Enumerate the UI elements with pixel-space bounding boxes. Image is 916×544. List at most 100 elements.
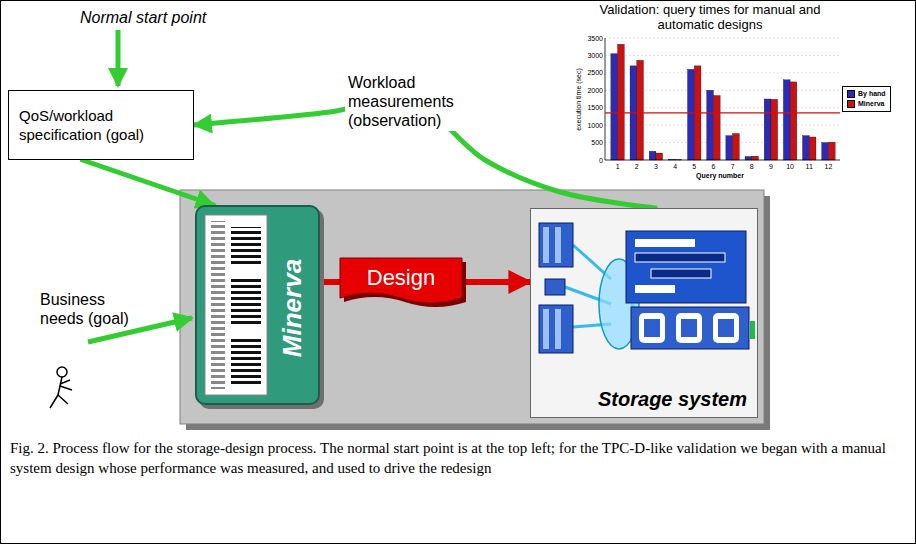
tool-name: Minerva bbox=[277, 218, 307, 398]
bar-pair bbox=[822, 142, 835, 160]
drawing-part bbox=[635, 253, 725, 262]
storage-drawing bbox=[539, 223, 755, 353]
drawing-part bbox=[681, 319, 697, 337]
system-panel bbox=[180, 190, 764, 424]
bar bbox=[809, 137, 816, 160]
bar bbox=[822, 143, 829, 160]
legend-text: Minerva bbox=[858, 99, 884, 109]
bar bbox=[649, 151, 656, 160]
drawing-part bbox=[543, 309, 549, 349]
chart-legend: By handMinerva bbox=[842, 86, 891, 112]
axis-label: 2000 bbox=[583, 86, 603, 95]
axis-label: 1500 bbox=[583, 103, 603, 112]
bar-pair bbox=[764, 99, 777, 160]
tool-box: Minerva bbox=[195, 205, 320, 405]
report-block bbox=[231, 337, 261, 385]
axis-label: 10 bbox=[782, 162, 798, 171]
drawing-part bbox=[543, 227, 549, 263]
drawing-part bbox=[555, 309, 561, 349]
drawing-part bbox=[539, 305, 573, 353]
drawing-part bbox=[539, 223, 573, 267]
bar bbox=[752, 156, 759, 160]
flow-arrow bbox=[462, 279, 530, 285]
bar bbox=[733, 134, 740, 160]
drawing-part bbox=[644, 319, 660, 337]
axis-label: 2500 bbox=[583, 68, 603, 77]
legend-text: By hand bbox=[858, 89, 886, 99]
axis-label: Query number bbox=[680, 171, 760, 180]
drawing-part bbox=[626, 231, 746, 303]
node-text: Design bbox=[367, 265, 435, 291]
bar-pair bbox=[726, 134, 739, 160]
axis-label: 9 bbox=[763, 162, 779, 171]
bar bbox=[637, 60, 644, 160]
report-lines bbox=[211, 221, 225, 389]
legend-swatch bbox=[847, 90, 855, 98]
axis-label: 3 bbox=[648, 162, 664, 171]
bar-pair bbox=[611, 44, 624, 160]
bar-pair bbox=[707, 90, 720, 160]
grid-line bbox=[605, 55, 840, 56]
drawing-part bbox=[635, 239, 695, 247]
bar bbox=[611, 54, 618, 160]
axis-label: 500 bbox=[583, 138, 603, 147]
drawing-part bbox=[60, 386, 72, 390]
drawing-part bbox=[555, 227, 561, 263]
bar-pair bbox=[630, 60, 643, 160]
bar bbox=[771, 99, 778, 160]
drawing-part bbox=[651, 269, 711, 278]
drawing-part bbox=[676, 313, 702, 343]
bar bbox=[764, 99, 771, 160]
axis-label: 0 bbox=[583, 156, 603, 165]
note-label: Normal start point bbox=[80, 8, 240, 27]
axis-label: 7 bbox=[725, 162, 741, 171]
x-axis bbox=[605, 160, 840, 161]
axis-label: 6 bbox=[705, 162, 721, 171]
storage-illustration bbox=[531, 209, 757, 417]
stick-figure bbox=[50, 367, 72, 408]
axis-label: 3000 bbox=[583, 51, 603, 60]
reference-line bbox=[605, 112, 840, 113]
figure-caption: Fig. 2. Process flow for the storage-des… bbox=[10, 438, 904, 478]
drawing-part bbox=[60, 380, 70, 384]
bar-pair bbox=[803, 136, 816, 160]
chart-bars bbox=[611, 44, 835, 160]
legend-swatch bbox=[847, 100, 855, 108]
axis-label: 5 bbox=[686, 162, 702, 171]
bar-pair bbox=[649, 151, 662, 160]
drawing-part bbox=[750, 321, 755, 339]
legend-entry: By hand bbox=[847, 89, 886, 99]
axis-label: 12 bbox=[820, 162, 836, 171]
node-text: QoS/workload specification (goal) bbox=[19, 106, 183, 144]
bar bbox=[783, 80, 790, 160]
report-block bbox=[231, 277, 261, 327]
edge-label: Workload measurements (observation) bbox=[345, 72, 479, 131]
bar-chart bbox=[605, 38, 840, 160]
drawing-part bbox=[713, 313, 739, 343]
process-box: QoS/workload specification (goal) bbox=[8, 90, 194, 160]
system-box: Storage system bbox=[530, 208, 758, 418]
design-banner: Design bbox=[340, 258, 462, 306]
drawing-part bbox=[57, 367, 67, 377]
report-block bbox=[231, 227, 261, 267]
bar bbox=[726, 136, 733, 160]
axis-label: 3500 bbox=[583, 34, 603, 43]
drawing-part bbox=[545, 279, 565, 295]
flow-arrow bbox=[320, 279, 340, 285]
flow-arrow bbox=[82, 160, 213, 205]
drawing-part bbox=[631, 307, 749, 349]
drawing-part bbox=[639, 313, 665, 343]
report-sheet bbox=[205, 215, 267, 395]
axis-label: 1 bbox=[610, 162, 626, 171]
axis-label: 4 bbox=[667, 162, 683, 171]
bar bbox=[745, 157, 752, 160]
node-text: Storage system bbox=[598, 388, 747, 411]
axis-label: 8 bbox=[744, 162, 760, 171]
bar-pair bbox=[745, 156, 758, 160]
banner-fill bbox=[340, 258, 462, 303]
bar bbox=[803, 136, 810, 160]
bar bbox=[656, 153, 663, 160]
axis-label: 1000 bbox=[583, 121, 603, 130]
